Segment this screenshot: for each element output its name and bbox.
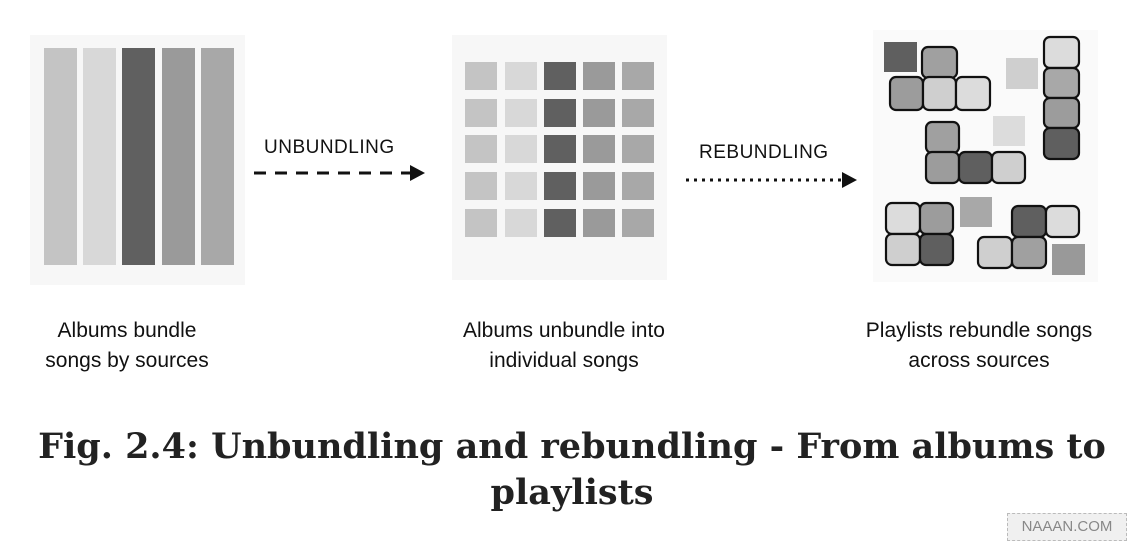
caption-line: Albums bundle [57,319,197,342]
caption-line: individual songs [489,349,639,372]
caption-line: across sources [908,349,1050,372]
playlist-pieces [884,35,1085,275]
song-cell [544,135,576,163]
song-cell [465,209,497,237]
song-cell [622,172,654,200]
watermark: NAAAN.COM [1007,513,1127,541]
title-line: playlists [490,472,654,513]
song-cell [465,99,497,127]
song-cell [544,209,576,237]
caption-line: songs by sources [45,349,209,372]
song-cell [583,99,615,127]
song-cell [622,99,654,127]
playlist-square-piece [884,201,955,267]
song-cell [583,209,615,237]
album-bar [122,48,155,265]
caption-line: Playlists rebundle songs [865,319,1093,342]
song-cell [544,62,576,90]
song-cell [583,62,615,90]
caption-line: Albums unbundle into [463,319,665,342]
song-cell [583,135,615,163]
playlist-vertical-piece [1042,35,1081,161]
figure-title: Fig. 2.4: Unbundling and rebundling - Fr… [0,424,1144,516]
song-square [960,197,992,227]
song-cell [622,135,654,163]
album-bar [44,48,77,265]
song-cell [465,135,497,163]
song-cell [505,62,537,90]
song-cell [622,62,654,90]
playlist-l-piece [924,120,1027,185]
song-square [1006,58,1038,89]
song-cell [505,135,537,163]
song-cell [622,209,654,237]
caption-playlists: Playlists rebundle songs across sources [829,316,1129,376]
playlist-s-piece [976,204,1081,270]
title-line: Fig. 2.4: Unbundling and rebundling - Fr… [38,426,1106,467]
caption-unbundle: Albums unbundle into individual songs [414,316,714,376]
album-bar [201,48,234,265]
album-bar [162,48,195,265]
song-cell [505,172,537,200]
song-cell [583,172,615,200]
song-cell [544,99,576,127]
playlist-t-piece [888,45,992,112]
song-cell [505,209,537,237]
dotted-arrow [686,172,857,188]
song-cell [505,99,537,127]
song-square [884,42,917,72]
song-square [993,116,1025,146]
dashed-arrow [254,165,425,181]
song-cell [544,172,576,200]
song-cell [465,62,497,90]
unbundling-label: UNBUNDLING [264,137,395,158]
rebundling-label: REBUNDLING [699,142,829,163]
song-cell [465,172,497,200]
caption-albums: Albums bundle songs by sources [0,316,277,376]
song-square [1052,244,1085,275]
album-bar [83,48,116,265]
